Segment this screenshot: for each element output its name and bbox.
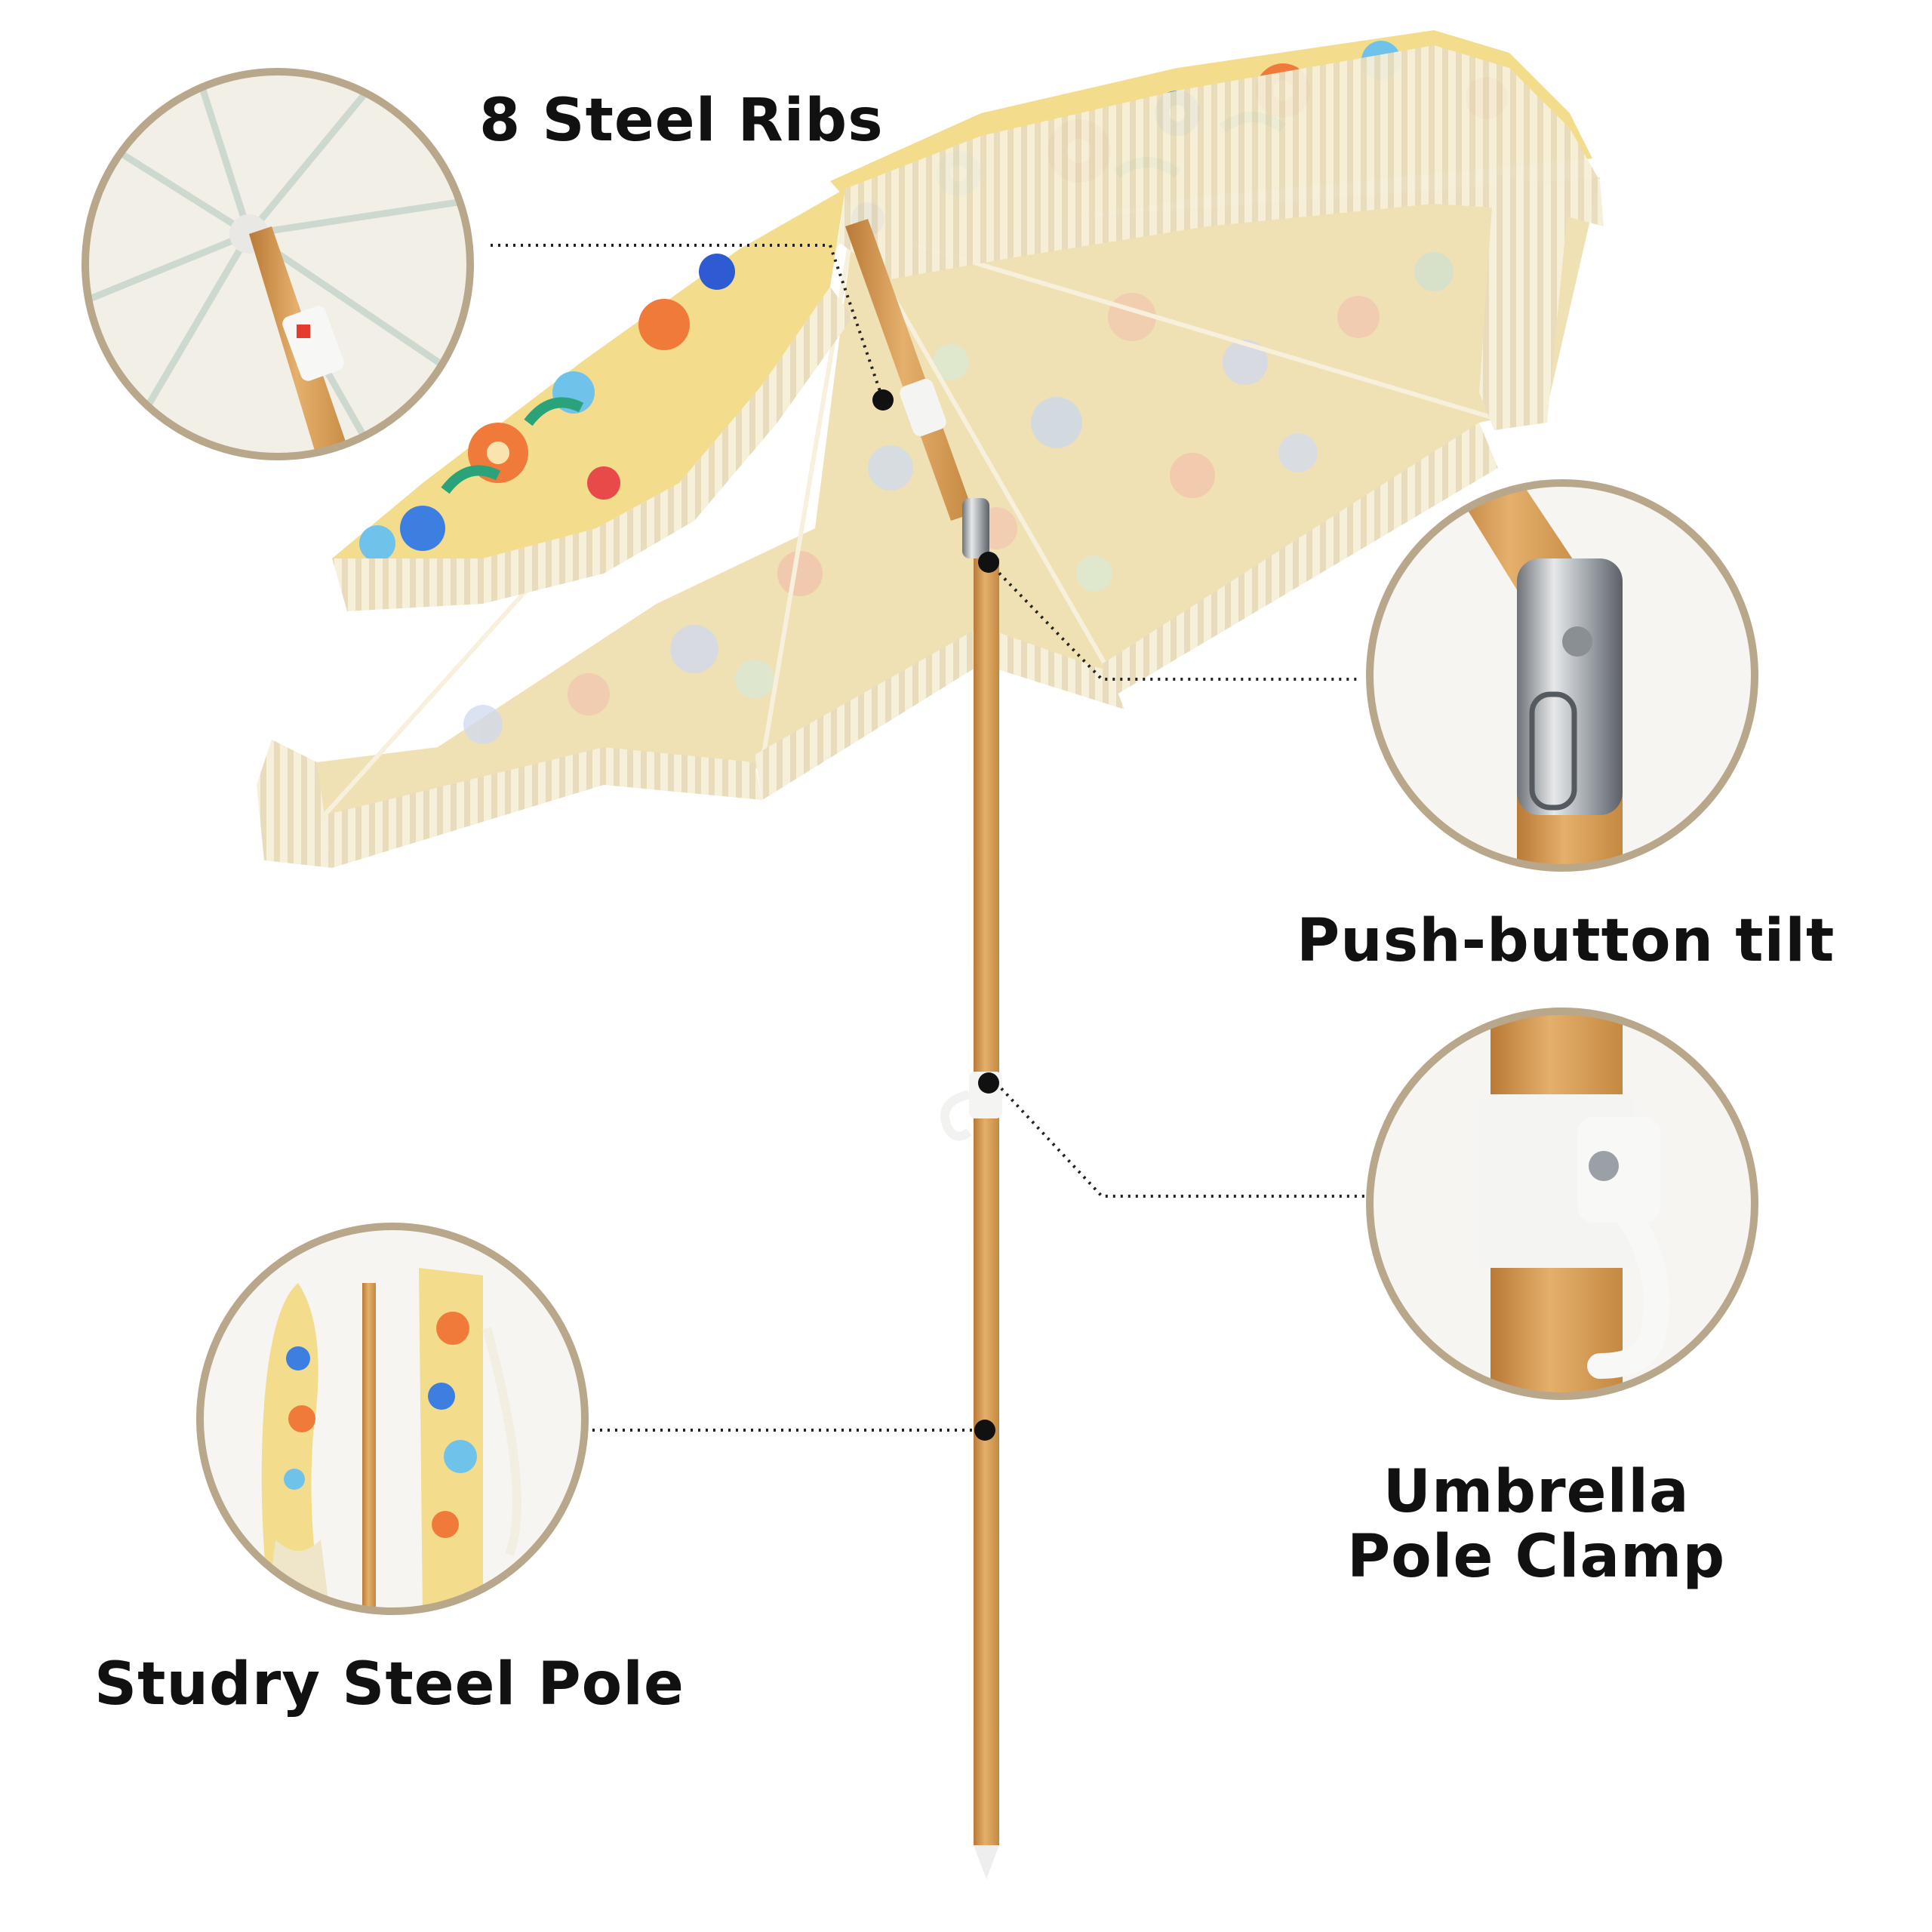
leader-ribs [491,244,884,401]
underside-flower-pattern [463,252,1454,744]
label-steel-ribs: 8 Steel Ribs [479,87,884,155]
pole-tip [974,1845,999,1879]
detail-circle-pole [196,1223,589,1615]
leader-tilt [987,561,1358,681]
leader-clamp [995,1081,1366,1198]
label-push-button-tilt: Push-button tilt [1297,907,1835,975]
clamp-lever [940,1090,972,1141]
umbrella-pole [845,219,1002,1879]
main-pole [974,558,999,1845]
canopy-fringe [257,45,1604,868]
detail-circle-clamp [1366,1008,1758,1400]
label-pole-clamp-line2: Pole Clamp [1347,1522,1726,1591]
detail-circle-tilt [1366,479,1758,872]
label-umbrella-pole-clamp: Umbrella Pole Clamp [1347,1460,1725,1590]
label-sturdy-steel-pole: Studry Steel Pole [94,1651,685,1718]
label-pole-clamp-line1: Umbrella [1383,1458,1690,1526]
upper-pole [845,219,974,521]
tilt-joint [962,498,989,558]
leader-dots [872,389,999,1441]
detail-circle-ribs [82,68,474,460]
leader-lines [491,244,1366,1432]
runner-collar [900,379,946,436]
